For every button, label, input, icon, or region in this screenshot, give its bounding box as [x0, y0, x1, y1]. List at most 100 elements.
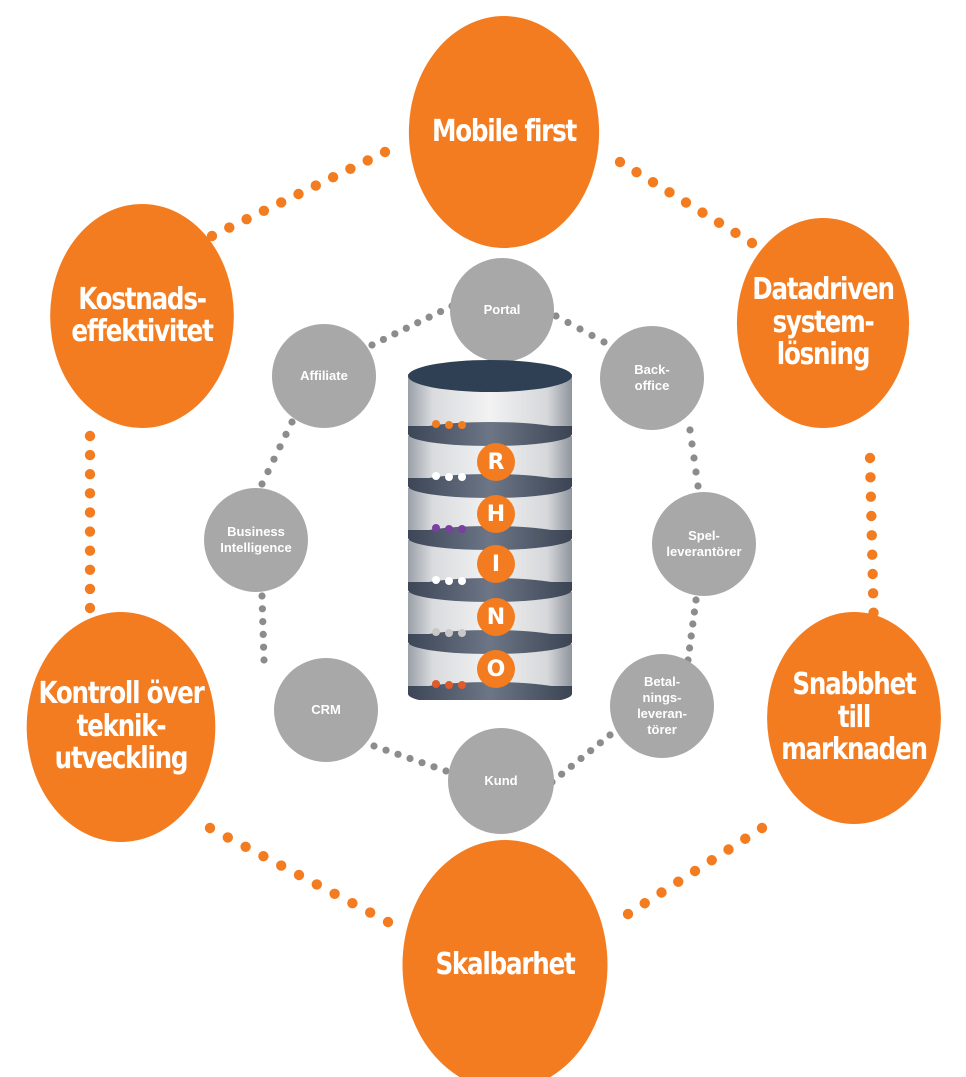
- outer-connector-dot: [379, 146, 391, 158]
- inner-connector-dot: [259, 630, 267, 639]
- server-led: [432, 420, 440, 428]
- inner-connector-dot: [688, 440, 696, 448]
- outer-connector-dot: [680, 197, 692, 208]
- outer-connector-dot: [723, 844, 734, 855]
- inner-connector-dot: [606, 731, 614, 739]
- node-label: Back- office: [634, 361, 670, 393]
- outer-connector-dot: [84, 526, 96, 537]
- outer-connector-dot: [673, 876, 684, 887]
- node-portal: Portal: [450, 258, 554, 362]
- outer-connector-dot: [614, 156, 626, 168]
- inner-connector-dot: [692, 596, 700, 604]
- outer-connector-dot: [865, 472, 876, 483]
- outer-connector-dot: [656, 887, 667, 898]
- server-slab: [408, 436, 572, 498]
- outer-connector-dot: [84, 507, 96, 518]
- inner-connector-dot: [414, 319, 422, 327]
- outer-connector-dot: [329, 888, 340, 899]
- outer-connector-dot: [84, 545, 96, 556]
- outer-connector-dot: [222, 832, 233, 843]
- inner-connector-dot: [577, 754, 585, 763]
- server-led: [458, 577, 466, 585]
- inner-connector-dot: [692, 468, 700, 476]
- server-led: [432, 524, 440, 532]
- outer-connector-dot: [84, 449, 96, 461]
- inner-connector-dot: [264, 468, 272, 476]
- outer-connector-dot: [730, 227, 741, 239]
- outer-connector-dot: [84, 469, 96, 480]
- outer-connector-dot: [241, 214, 252, 225]
- outer-connector-dot: [697, 207, 708, 218]
- outer-connector-dot: [293, 188, 304, 200]
- outer-connector-dot: [867, 588, 879, 599]
- node-kontroll: Kontroll över teknik- utveckling: [26, 612, 216, 842]
- node-label: CRM: [311, 701, 341, 717]
- outer-connector-dot: [713, 217, 725, 228]
- outer-connector-dot: [866, 510, 877, 522]
- node-kund: Kund: [448, 728, 554, 834]
- outer-connector-dot: [276, 197, 287, 208]
- inner-connector-dot: [564, 318, 572, 327]
- inner-connector-dot: [686, 426, 694, 434]
- inner-connector-dot: [600, 338, 608, 346]
- inner-connector-dot: [558, 770, 566, 778]
- server-led: [445, 577, 453, 585]
- outer-connector-dot: [362, 155, 373, 166]
- server-led: [445, 473, 453, 481]
- server-letter-i: I: [477, 545, 515, 583]
- inner-connector-dot: [430, 763, 438, 771]
- server-led: [458, 681, 466, 689]
- inner-connector-dot: [567, 762, 575, 770]
- node-bi: Business Intelligence: [204, 488, 308, 592]
- outer-connector-dot: [345, 163, 356, 174]
- server-led: [458, 629, 466, 637]
- server-led: [458, 473, 466, 481]
- inner-connector-dot: [552, 312, 560, 320]
- outer-connector-dot: [664, 187, 675, 198]
- node-label: Kund: [484, 772, 518, 788]
- node-crm: CRM: [274, 658, 378, 762]
- outer-connector-dot: [84, 564, 96, 575]
- outer-connector-dot: [276, 860, 287, 871]
- node-label: Mobile first: [431, 113, 577, 149]
- outer-connector-dot: [240, 841, 251, 852]
- inner-connector-dot: [382, 746, 390, 754]
- node-betalning: Betal- nings- leveran- törer: [610, 654, 714, 758]
- outer-connector-dot: [639, 898, 650, 909]
- inner-connector-dot: [686, 644, 694, 652]
- outer-connector-dot: [631, 166, 642, 178]
- inner-connector-dot: [576, 325, 584, 333]
- inner-connector-dot: [687, 632, 695, 640]
- node-label: Skalbarhet: [435, 946, 575, 982]
- outer-connector-dot: [865, 491, 877, 502]
- server-led: [445, 681, 453, 689]
- outer-connector-dot: [84, 583, 96, 595]
- outer-connector-dot: [866, 530, 877, 541]
- node-affiliate: Affiliate: [272, 324, 376, 428]
- inner-connector-dot: [288, 418, 296, 426]
- outer-connector-dot: [258, 205, 270, 216]
- node-label: Snabbhet till marknaden: [781, 667, 928, 768]
- node-snabbhet: Snabbhet till marknaden: [767, 612, 941, 824]
- outer-connector-dot: [740, 833, 751, 844]
- server-letter-o: O: [477, 650, 515, 688]
- node-spel: Spel- leverantörer: [652, 492, 756, 596]
- node-label: Business Intelligence: [220, 523, 292, 555]
- inner-connector-dot: [370, 742, 378, 750]
- node-label: Kostnads- effektivitet: [71, 281, 213, 349]
- server-layers: [408, 360, 572, 700]
- outer-connector-dot: [689, 865, 701, 877]
- node-datadriven: Datadriven system- lösning: [736, 218, 910, 428]
- outer-connector-dot: [206, 230, 218, 242]
- server-led: [458, 421, 466, 429]
- inner-connector-dot: [258, 480, 266, 488]
- server-letter-r: R: [477, 443, 515, 481]
- inner-connector-dot: [587, 747, 595, 755]
- outer-connector-dot: [84, 602, 96, 614]
- inner-connector-dot: [402, 324, 410, 332]
- server-led: [445, 421, 453, 429]
- inner-connector-dot: [258, 605, 266, 613]
- node-mobile-first: Mobile first: [408, 16, 600, 248]
